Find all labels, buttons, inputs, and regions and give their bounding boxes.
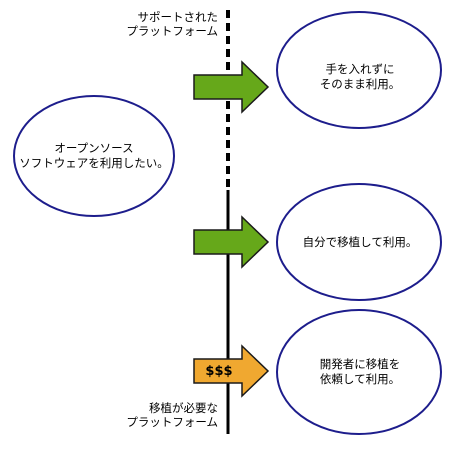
porting-needed-line-1: 移植が必要な (149, 401, 218, 415)
source-line-2: ソフトウェアを利用したい。 (19, 156, 169, 170)
source-text: オープンソース ソフトウェアを利用したい。 (15, 141, 173, 171)
option-text-3: 開発者に移植を 依頼して利用。 (282, 357, 438, 387)
porting-needed-label: 移植が必要な プラットフォーム (96, 401, 218, 429)
option-text-1: 手を入れずに そのまま利用。 (282, 62, 438, 92)
option-3-line-2: 依頼して利用。 (319, 372, 401, 386)
option-text-2: 自分で移植して利用。 (282, 235, 438, 250)
source-line-1: オープンソース (54, 141, 134, 155)
option-1-line-1: 手を入れずに (325, 62, 395, 76)
option-bubble-3 (276, 309, 442, 435)
porting-needed-line-2: プラットフォーム (126, 415, 218, 429)
arrow-option-3 (193, 344, 270, 398)
cost-label: $$$ (205, 364, 233, 379)
option-bubble-2 (276, 183, 442, 301)
option-2-line-1: 自分で移植して利用。 (302, 235, 418, 249)
option-1-line-2: そのまま利用。 (319, 77, 401, 91)
supported-platform-line-1: サポートされた (137, 10, 219, 24)
arrow-option-1 (193, 60, 270, 114)
option-3-line-1: 開発者に移植を (319, 357, 401, 371)
source-bubble (13, 95, 175, 217)
supported-platform-line-2: プラットフォーム (126, 24, 218, 38)
arrow-option-2 (193, 215, 270, 269)
supported-platform-label: サポートされた プラットフォーム (96, 10, 218, 38)
option-bubble-1 (276, 11, 442, 129)
